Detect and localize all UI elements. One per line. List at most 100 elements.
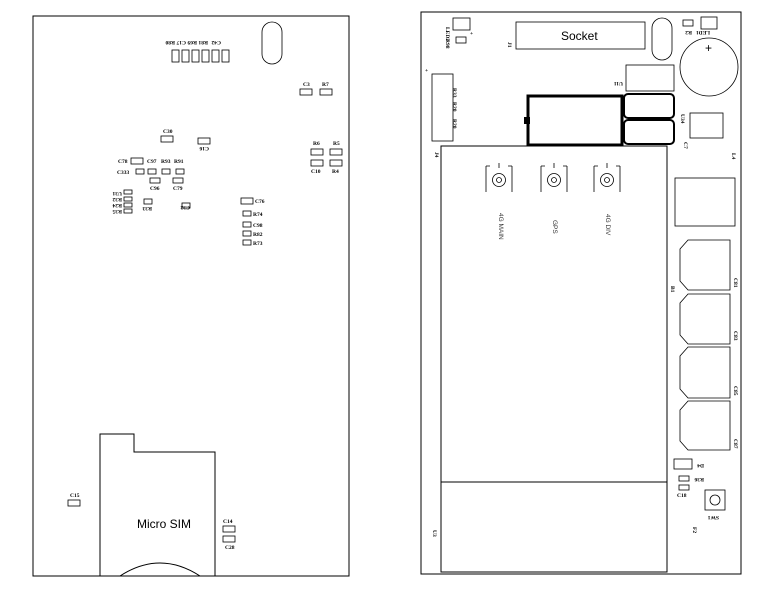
pad-C16 bbox=[197, 137, 211, 145]
pad-C32 bbox=[181, 202, 191, 209]
label-C10: C10 bbox=[311, 169, 321, 175]
label-SW1: SW1 bbox=[707, 514, 719, 520]
left-board-outline bbox=[32, 15, 350, 577]
pad-C30 bbox=[160, 135, 174, 143]
pad-R98 bbox=[455, 36, 467, 44]
pad-R91 bbox=[175, 168, 185, 175]
switch-SW1 bbox=[704, 489, 726, 511]
label-C16: C16 bbox=[199, 145, 209, 151]
label-R98: R98 bbox=[444, 39, 450, 49]
coin-battery bbox=[679, 37, 739, 97]
micro-sim-label: Micro SIM bbox=[137, 517, 191, 531]
pad-R5 bbox=[329, 148, 343, 156]
label-C15: C15 bbox=[70, 493, 80, 499]
antenna-4g-main bbox=[485, 163, 513, 192]
pad-R2 bbox=[682, 19, 694, 27]
micro-sim-holder bbox=[99, 433, 216, 577]
left-oval-slot bbox=[261, 21, 283, 65]
antenna-label-4g-div: 4G DIV bbox=[604, 214, 611, 236]
label-U34: U34 bbox=[679, 114, 685, 124]
pad-R93 bbox=[161, 168, 171, 175]
right-oval-slot bbox=[651, 17, 673, 61]
pad-C97 bbox=[147, 168, 157, 175]
label-C83: C83 bbox=[732, 331, 738, 341]
label-C18: C18 bbox=[677, 493, 687, 499]
pad-R32 bbox=[123, 196, 133, 202]
label-R33: R33 bbox=[142, 205, 152, 211]
pad-label-2: R69 bbox=[187, 39, 197, 45]
pad-C28 bbox=[222, 535, 236, 543]
label-U11: U11 bbox=[614, 80, 623, 86]
socket-label: Socket bbox=[561, 29, 598, 43]
label-C7: C7 bbox=[682, 142, 688, 149]
label-F2: F2 bbox=[691, 527, 697, 533]
sim-eject-notch bbox=[119, 562, 201, 577]
label-R33b: R33 bbox=[451, 88, 457, 98]
pad-LED2 bbox=[452, 17, 471, 31]
label-L4: L4 bbox=[730, 153, 736, 160]
label-J1: J1 bbox=[506, 42, 512, 48]
svg-text:+: + bbox=[470, 31, 473, 37]
label-J4: J4 bbox=[433, 152, 439, 158]
antenna-gps bbox=[540, 163, 568, 192]
antenna-label-gps: GPS bbox=[551, 220, 558, 234]
label-R82: R82 bbox=[253, 232, 263, 238]
pad-C333 bbox=[135, 168, 145, 175]
pad-U34 bbox=[689, 112, 724, 139]
cap-block-1 bbox=[623, 93, 675, 119]
pad-R82 bbox=[242, 230, 252, 237]
pad-C10 bbox=[310, 159, 324, 167]
label-C333: C333 bbox=[117, 170, 129, 176]
label-R4: R4 bbox=[332, 169, 339, 175]
label-C96: C96 bbox=[150, 186, 160, 192]
pad-C3 bbox=[299, 88, 313, 96]
pad-C18 bbox=[678, 484, 690, 491]
pad-label-4: C42 bbox=[211, 39, 221, 45]
label-C3: C3 bbox=[303, 82, 310, 88]
label-B1: B1 bbox=[669, 286, 675, 293]
connector-J4 bbox=[431, 73, 454, 142]
label-C81: C81 bbox=[732, 278, 738, 288]
label-R6: R6 bbox=[313, 141, 320, 147]
label-U31: U31 bbox=[112, 190, 122, 196]
pad-C14 bbox=[222, 525, 236, 533]
module-B1 bbox=[440, 145, 668, 573]
pad-C78 bbox=[130, 157, 144, 165]
label-R93: R93 bbox=[161, 159, 171, 165]
label-C30: C30 bbox=[163, 129, 173, 135]
socket bbox=[515, 21, 646, 50]
label-C28: C28 bbox=[225, 545, 235, 551]
label-R2: R2 bbox=[685, 29, 692, 35]
label-LED2: LED2 bbox=[444, 27, 450, 41]
black-module bbox=[526, 94, 624, 147]
pad-R73 bbox=[242, 239, 252, 246]
label-LED1: LED1 bbox=[696, 29, 710, 35]
label-D4: D4 bbox=[697, 462, 704, 468]
pad-R33 bbox=[143, 198, 153, 205]
pad-C98 bbox=[242, 221, 252, 228]
cap-C81 bbox=[679, 239, 731, 291]
left-board: R80 C17 R69 R81 C42 C3 R7 C30 C16 R6 R5 … bbox=[32, 15, 350, 577]
pad-label-0: R80 bbox=[165, 39, 175, 45]
label-R20a: R20 bbox=[451, 102, 457, 112]
label-C14: C14 bbox=[223, 519, 233, 525]
antenna-label-4g-main: 4G MAIN bbox=[497, 213, 504, 240]
right-board: LED2 R98 + Socket J1 R2 LED1 + U11 + R33… bbox=[420, 11, 742, 575]
label-R7: R7 bbox=[322, 82, 329, 88]
label-U3: U3 bbox=[431, 530, 437, 537]
cap-C87 bbox=[679, 400, 731, 451]
label-R32: R32 bbox=[112, 196, 122, 202]
label-C97: C97 bbox=[147, 159, 157, 165]
pad-R7 bbox=[319, 88, 333, 96]
cap-C85 bbox=[679, 346, 731, 399]
label-C78: C78 bbox=[118, 159, 128, 165]
label-C87: C87 bbox=[732, 439, 738, 449]
pad-R24 bbox=[123, 202, 133, 208]
pad-LED1 bbox=[700, 16, 718, 30]
pad-U31 bbox=[123, 189, 133, 195]
label-R74: R74 bbox=[253, 212, 263, 218]
pad-R36 bbox=[678, 475, 690, 482]
label-R91: R91 bbox=[174, 159, 184, 165]
label-C32: C32 bbox=[180, 204, 190, 210]
